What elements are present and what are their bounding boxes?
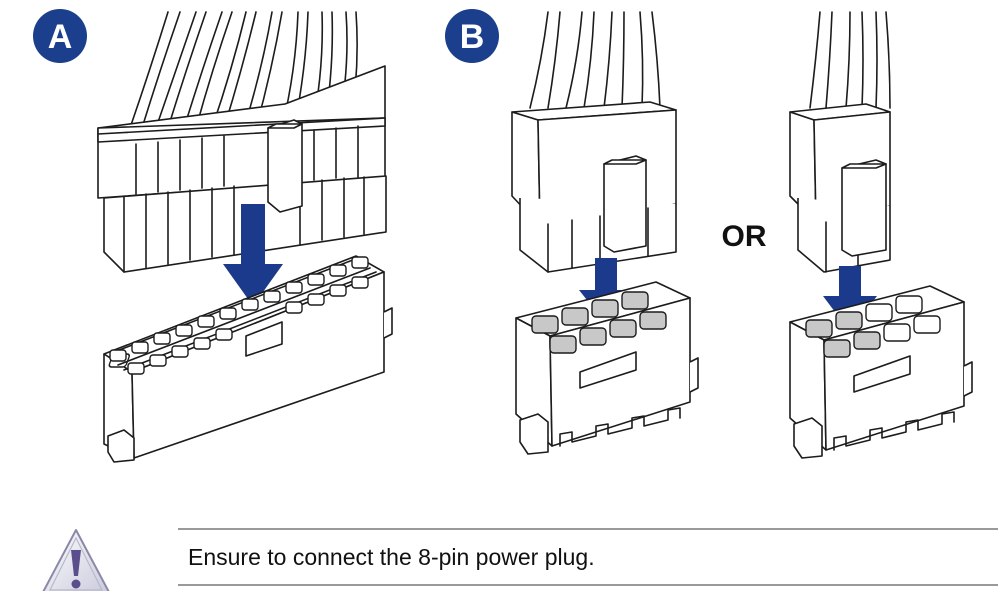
atx4-plug-cables <box>809 11 891 109</box>
badge-b-label: B <box>460 18 485 56</box>
or-label: OR <box>722 220 767 253</box>
arrow-a <box>223 204 283 306</box>
eps-socket-pins-b2 <box>805 295 941 358</box>
warning-triangle-icon <box>40 528 112 595</box>
atx-4pin-plug <box>789 11 891 273</box>
eps-plug-cables <box>529 11 661 109</box>
badge-b: B <box>445 9 499 63</box>
atx-24pin-socket <box>103 255 393 463</box>
badge-a-label: A <box>48 18 73 56</box>
eps-8pin-socket <box>515 281 699 455</box>
note-box: Ensure to connect the 8-pin power plug. <box>178 528 998 586</box>
badge-a: A <box>33 9 87 63</box>
eps-socket-pins <box>531 291 667 354</box>
note-text: Ensure to connect the 8-pin power plug. <box>188 544 595 570</box>
atx-plug-pin-lines <box>123 125 365 273</box>
eps-8pin-plug <box>511 11 677 273</box>
arrow-b1 <box>579 258 633 324</box>
eps-8pin-socket-4pin-use <box>789 285 973 459</box>
arrow-b2 <box>823 266 877 332</box>
